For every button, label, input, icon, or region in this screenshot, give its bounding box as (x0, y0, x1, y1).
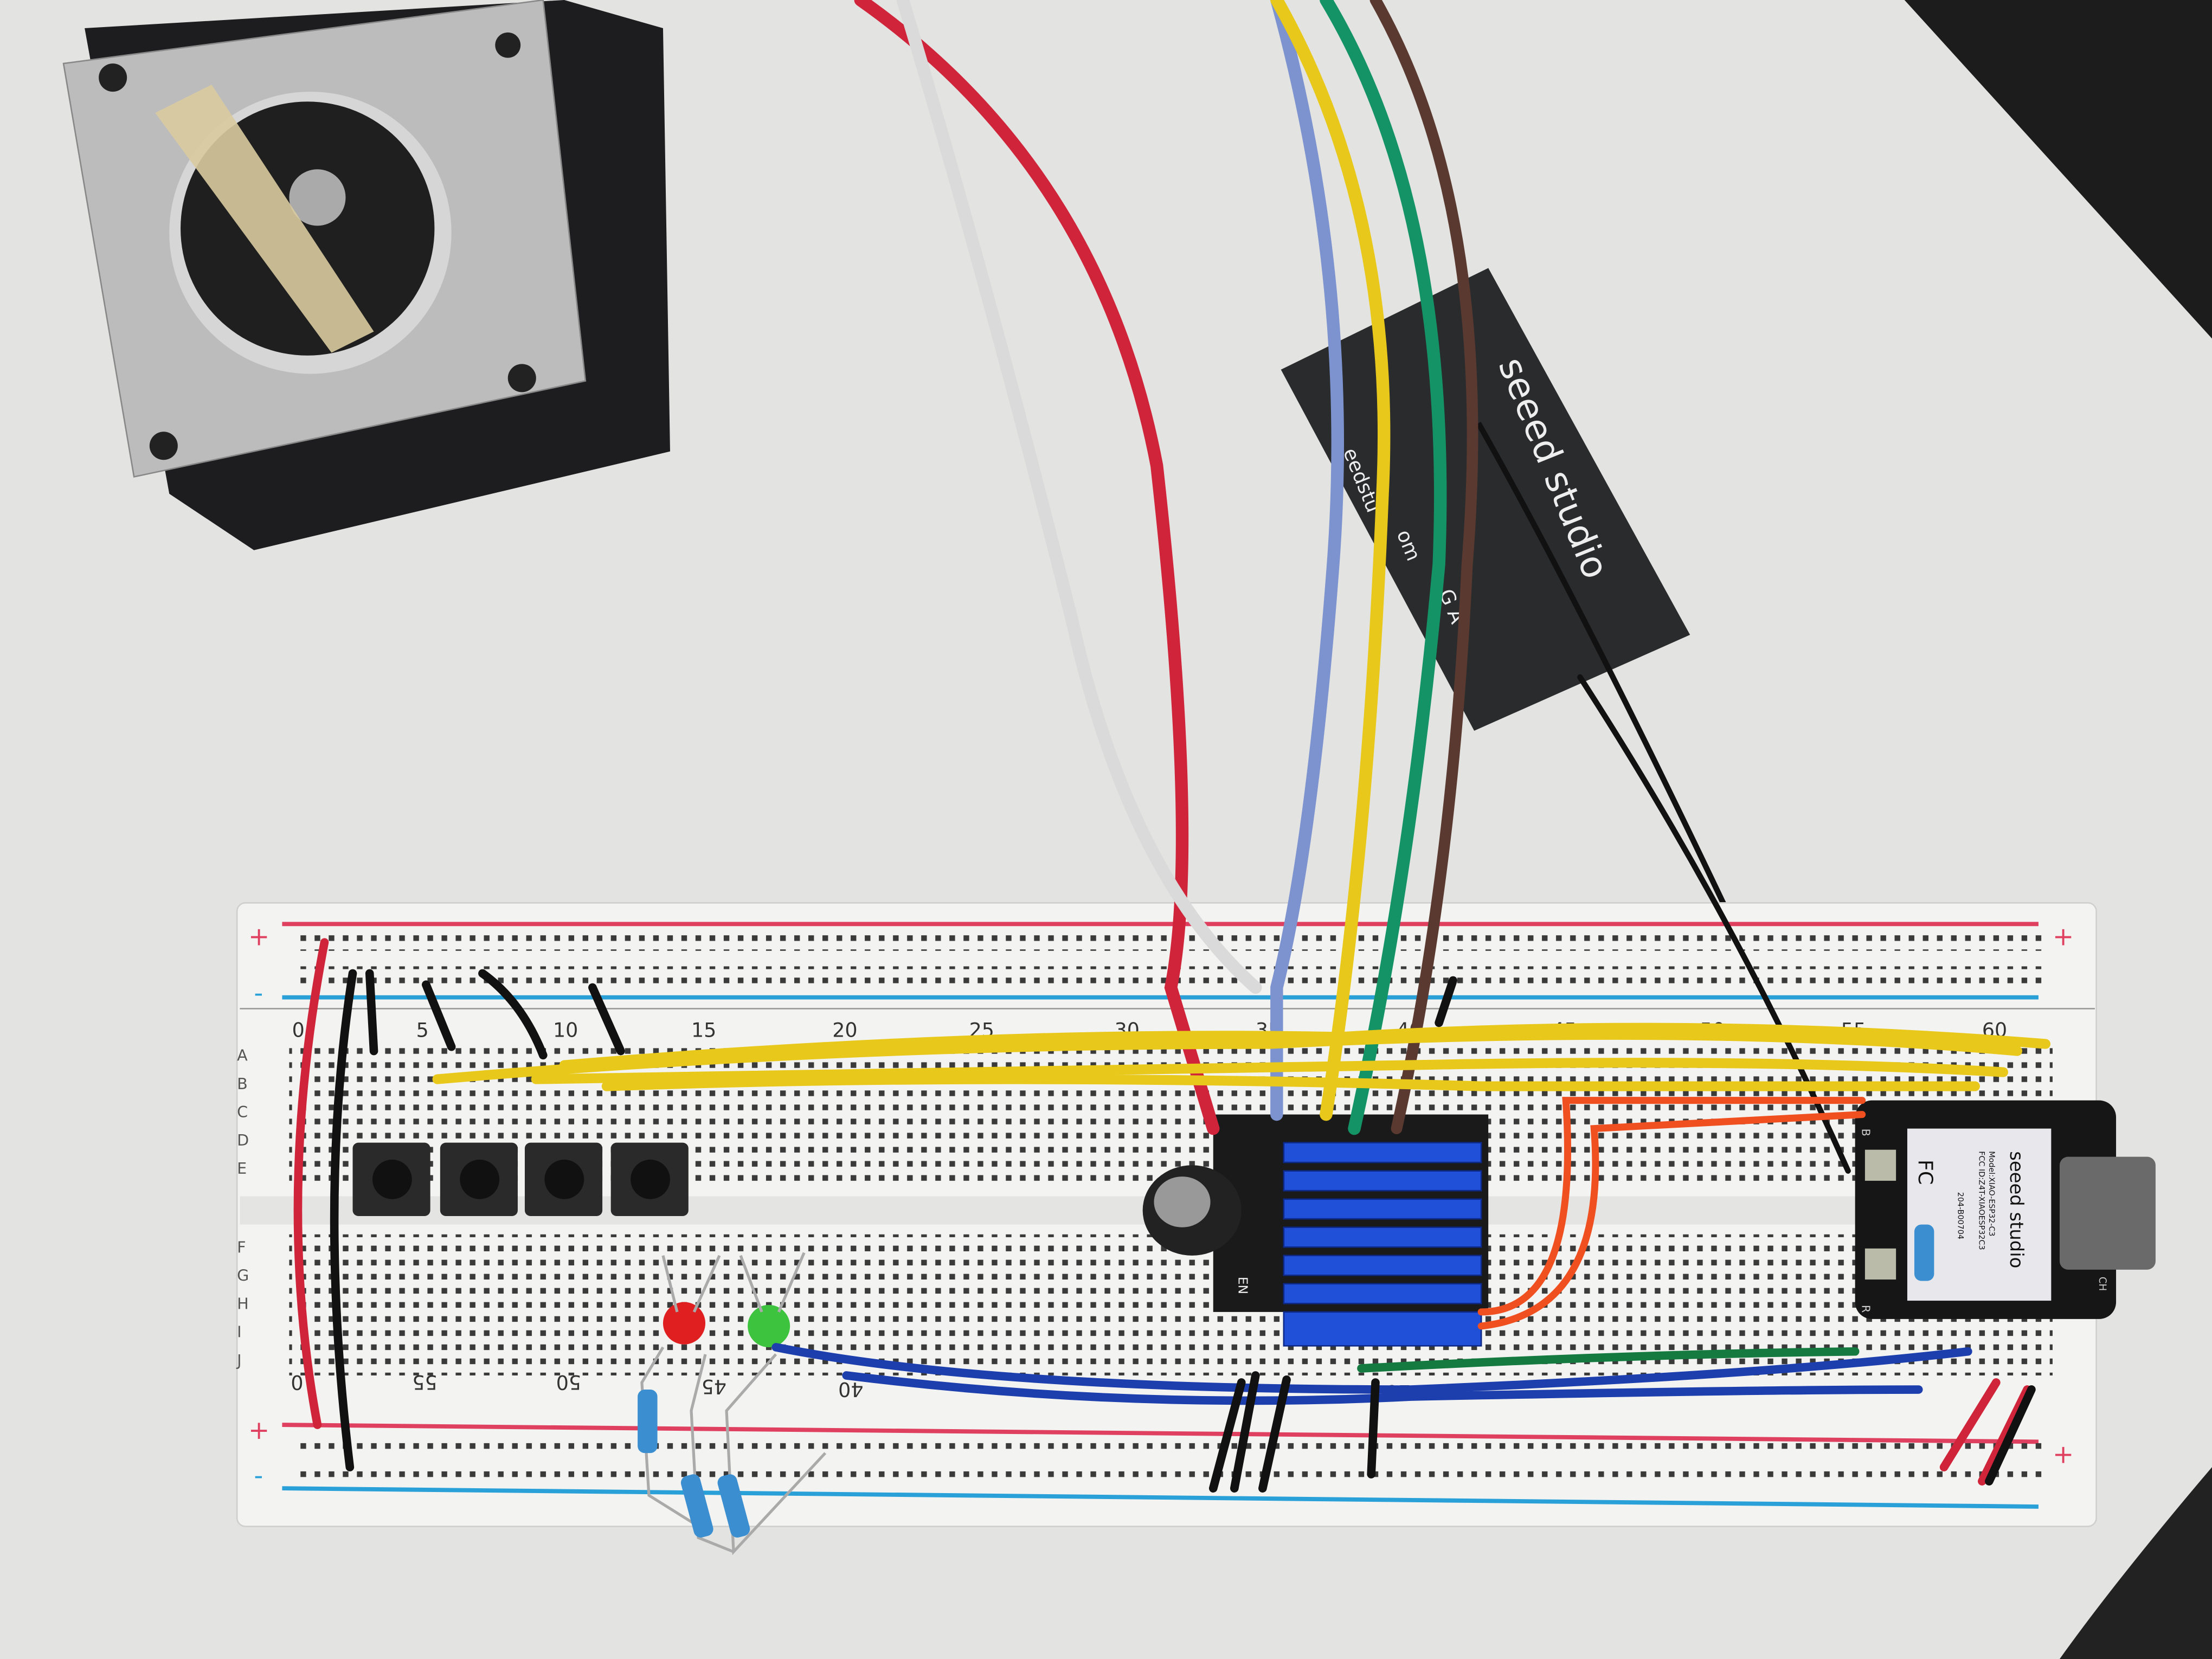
green-led (748, 1304, 790, 1347)
orange-jumper (1477, 1097, 1866, 1316)
row-letter: C (237, 1103, 248, 1121)
driver-en-label: EN (1236, 1277, 1251, 1294)
usb-c-port (2059, 1156, 2156, 1270)
row-letters: A B C D E F G H I J (236, 1046, 249, 1369)
light-blue-wire (1270, 0, 1345, 1121)
xiao-b-label: B (1860, 1129, 1873, 1136)
row-letter: B (237, 1075, 248, 1093)
xiao-fcc-id: FCC ID:Z4T-XIAOESP32C3 (1977, 1151, 1986, 1250)
brown-wire (1369, 0, 1478, 1135)
resistors (638, 1346, 827, 1555)
yellow-jumper (559, 1023, 2051, 1070)
capacitor (1142, 1165, 1242, 1256)
xiao-esp32c3: seeed studio Model:XIAO-ESP32-C3 FCC ID:… (1855, 1100, 2156, 1319)
row-letter: I (237, 1323, 241, 1341)
xiao-r-label: R (1860, 1305, 1873, 1313)
rail-plus-bottom-left: + (248, 1416, 269, 1445)
push-buttons (352, 1142, 689, 1216)
yellow-jumper (432, 1030, 2023, 1084)
col-number: 15 (691, 1019, 716, 1042)
xiao-brand: seeed studio (2006, 1151, 2027, 1268)
rail-minus-bottom-left: - (254, 1461, 263, 1490)
col-number: 20 (832, 1019, 857, 1042)
xiao-model: Model:XIAO-ESP32-C3 (1987, 1151, 1996, 1236)
yellow-wire (1270, 0, 1391, 1121)
col-number: 55 (412, 1371, 437, 1394)
row-letter: E (237, 1159, 247, 1178)
row-letter: H (237, 1295, 249, 1313)
cable-corner (2059, 1467, 2212, 1659)
resistor (1914, 1224, 1934, 1281)
row-letter: D (237, 1131, 249, 1149)
red-led (663, 1302, 706, 1345)
bottom-rail-red-line (282, 1423, 2039, 1444)
xiao-ch-label: CH (2097, 1277, 2108, 1291)
col-number: 45 (702, 1375, 726, 1398)
blue-jumper (842, 1371, 1923, 1405)
yellow-jumper (531, 1058, 2009, 1084)
row-letter: J (236, 1351, 241, 1369)
green-jumper (1357, 1347, 1860, 1373)
leds (661, 1252, 806, 1347)
row-letter: F (237, 1238, 246, 1257)
col-number: 0 (292, 1019, 305, 1042)
green-wire (1320, 0, 1447, 1135)
col-number: 40 (838, 1378, 863, 1401)
blue-jumper (771, 1343, 1972, 1394)
boot-button[interactable] (1864, 1149, 1896, 1181)
reset-button[interactable] (1864, 1248, 1896, 1280)
col-number: 50 (556, 1371, 581, 1394)
red-wire (854, 0, 1220, 1135)
col-number: 5 (416, 1019, 429, 1042)
red-jumper (293, 938, 329, 1429)
rail-plus-bottom-right: + (2053, 1440, 2074, 1469)
col-number: 0 (291, 1371, 303, 1394)
fcc-logo: FC (1914, 1160, 1937, 1185)
row-letter: A (237, 1046, 248, 1065)
rail-minus-top-left: - (254, 979, 263, 1008)
stepper-driver: EN (1213, 1114, 1489, 1347)
row-letter: G (237, 1266, 249, 1285)
orange-jumper (1477, 1111, 1866, 1330)
wires (293, 0, 2051, 1493)
rail-plus-top-left: + (248, 922, 269, 951)
black-jumper (330, 969, 357, 1471)
yellow-jumper (601, 1074, 1980, 1091)
bottom-rail-blue-line (282, 1486, 2039, 1509)
xiao-cert: 204-B00704 (1956, 1192, 1965, 1239)
stepper-motor (62, 0, 670, 550)
col-number: 10 (553, 1019, 578, 1042)
rail-plus-top-right: + (2053, 922, 2074, 951)
white-wire (896, 0, 1262, 994)
black-antenna-wire (1577, 674, 1851, 1174)
